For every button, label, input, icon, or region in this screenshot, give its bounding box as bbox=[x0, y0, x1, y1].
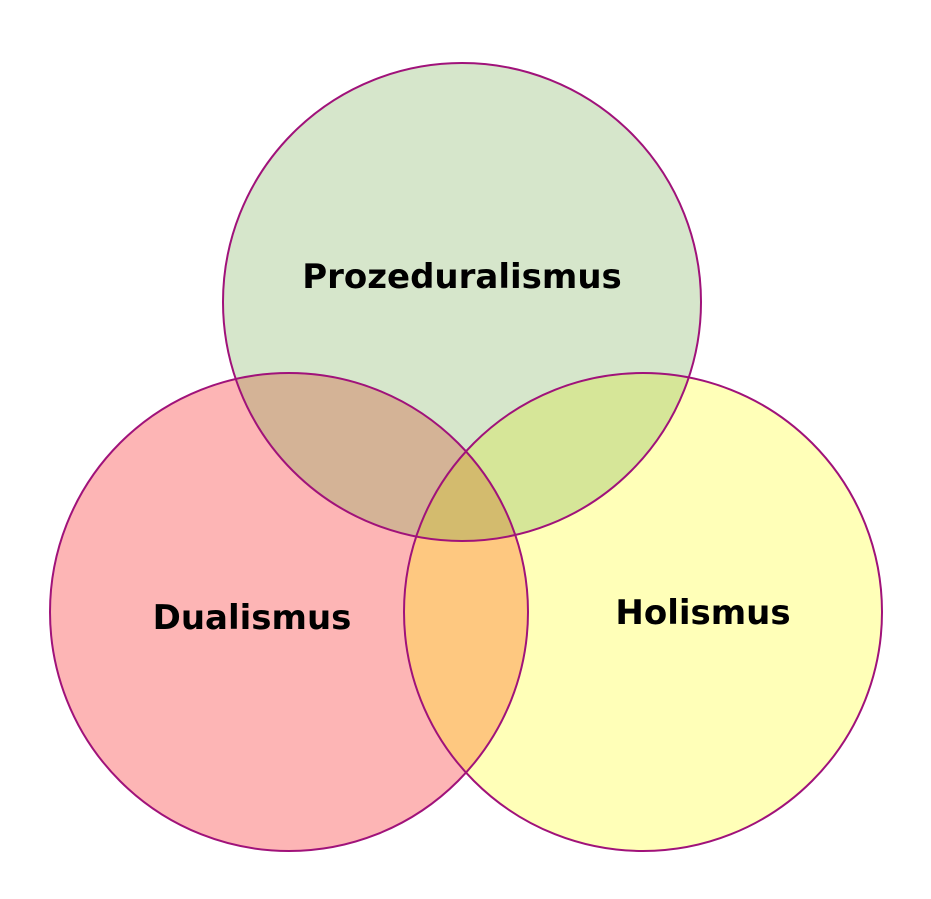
set-top-outline bbox=[222, 62, 702, 542]
set-right-outline bbox=[403, 372, 883, 852]
set-top-label: Prozeduralismus bbox=[302, 257, 622, 297]
set-right-label: Holismus bbox=[615, 593, 790, 633]
overlap-top-right bbox=[404, 373, 701, 541]
set-left-outline bbox=[49, 372, 529, 852]
set-left-label: Dualismus bbox=[153, 598, 352, 638]
overlap-top-left bbox=[223, 373, 528, 541]
